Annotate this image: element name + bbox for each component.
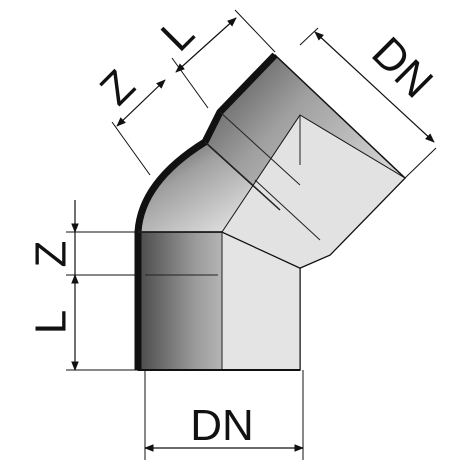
top-diameter-label: DN xyxy=(362,28,442,108)
top-diameter-dimension-line xyxy=(314,31,435,143)
ring-line xyxy=(219,111,301,186)
left-length-label: L xyxy=(27,310,76,334)
bottom-dimensions xyxy=(144,370,304,460)
elbow-body xyxy=(134,52,407,371)
ring-line xyxy=(204,141,281,211)
upper-socket-face xyxy=(221,114,406,269)
top-offset-dimension-line xyxy=(116,79,166,127)
bottom-diameter-label: DN xyxy=(190,401,254,450)
top-dimensions xyxy=(111,9,437,179)
outer-edge-band xyxy=(134,52,278,370)
ring-line xyxy=(254,179,321,241)
top-length-label: L xyxy=(152,9,204,61)
left-offset-label: Z xyxy=(27,241,76,268)
top-length-dimension-line xyxy=(175,17,237,73)
left-dimensions xyxy=(66,200,138,371)
